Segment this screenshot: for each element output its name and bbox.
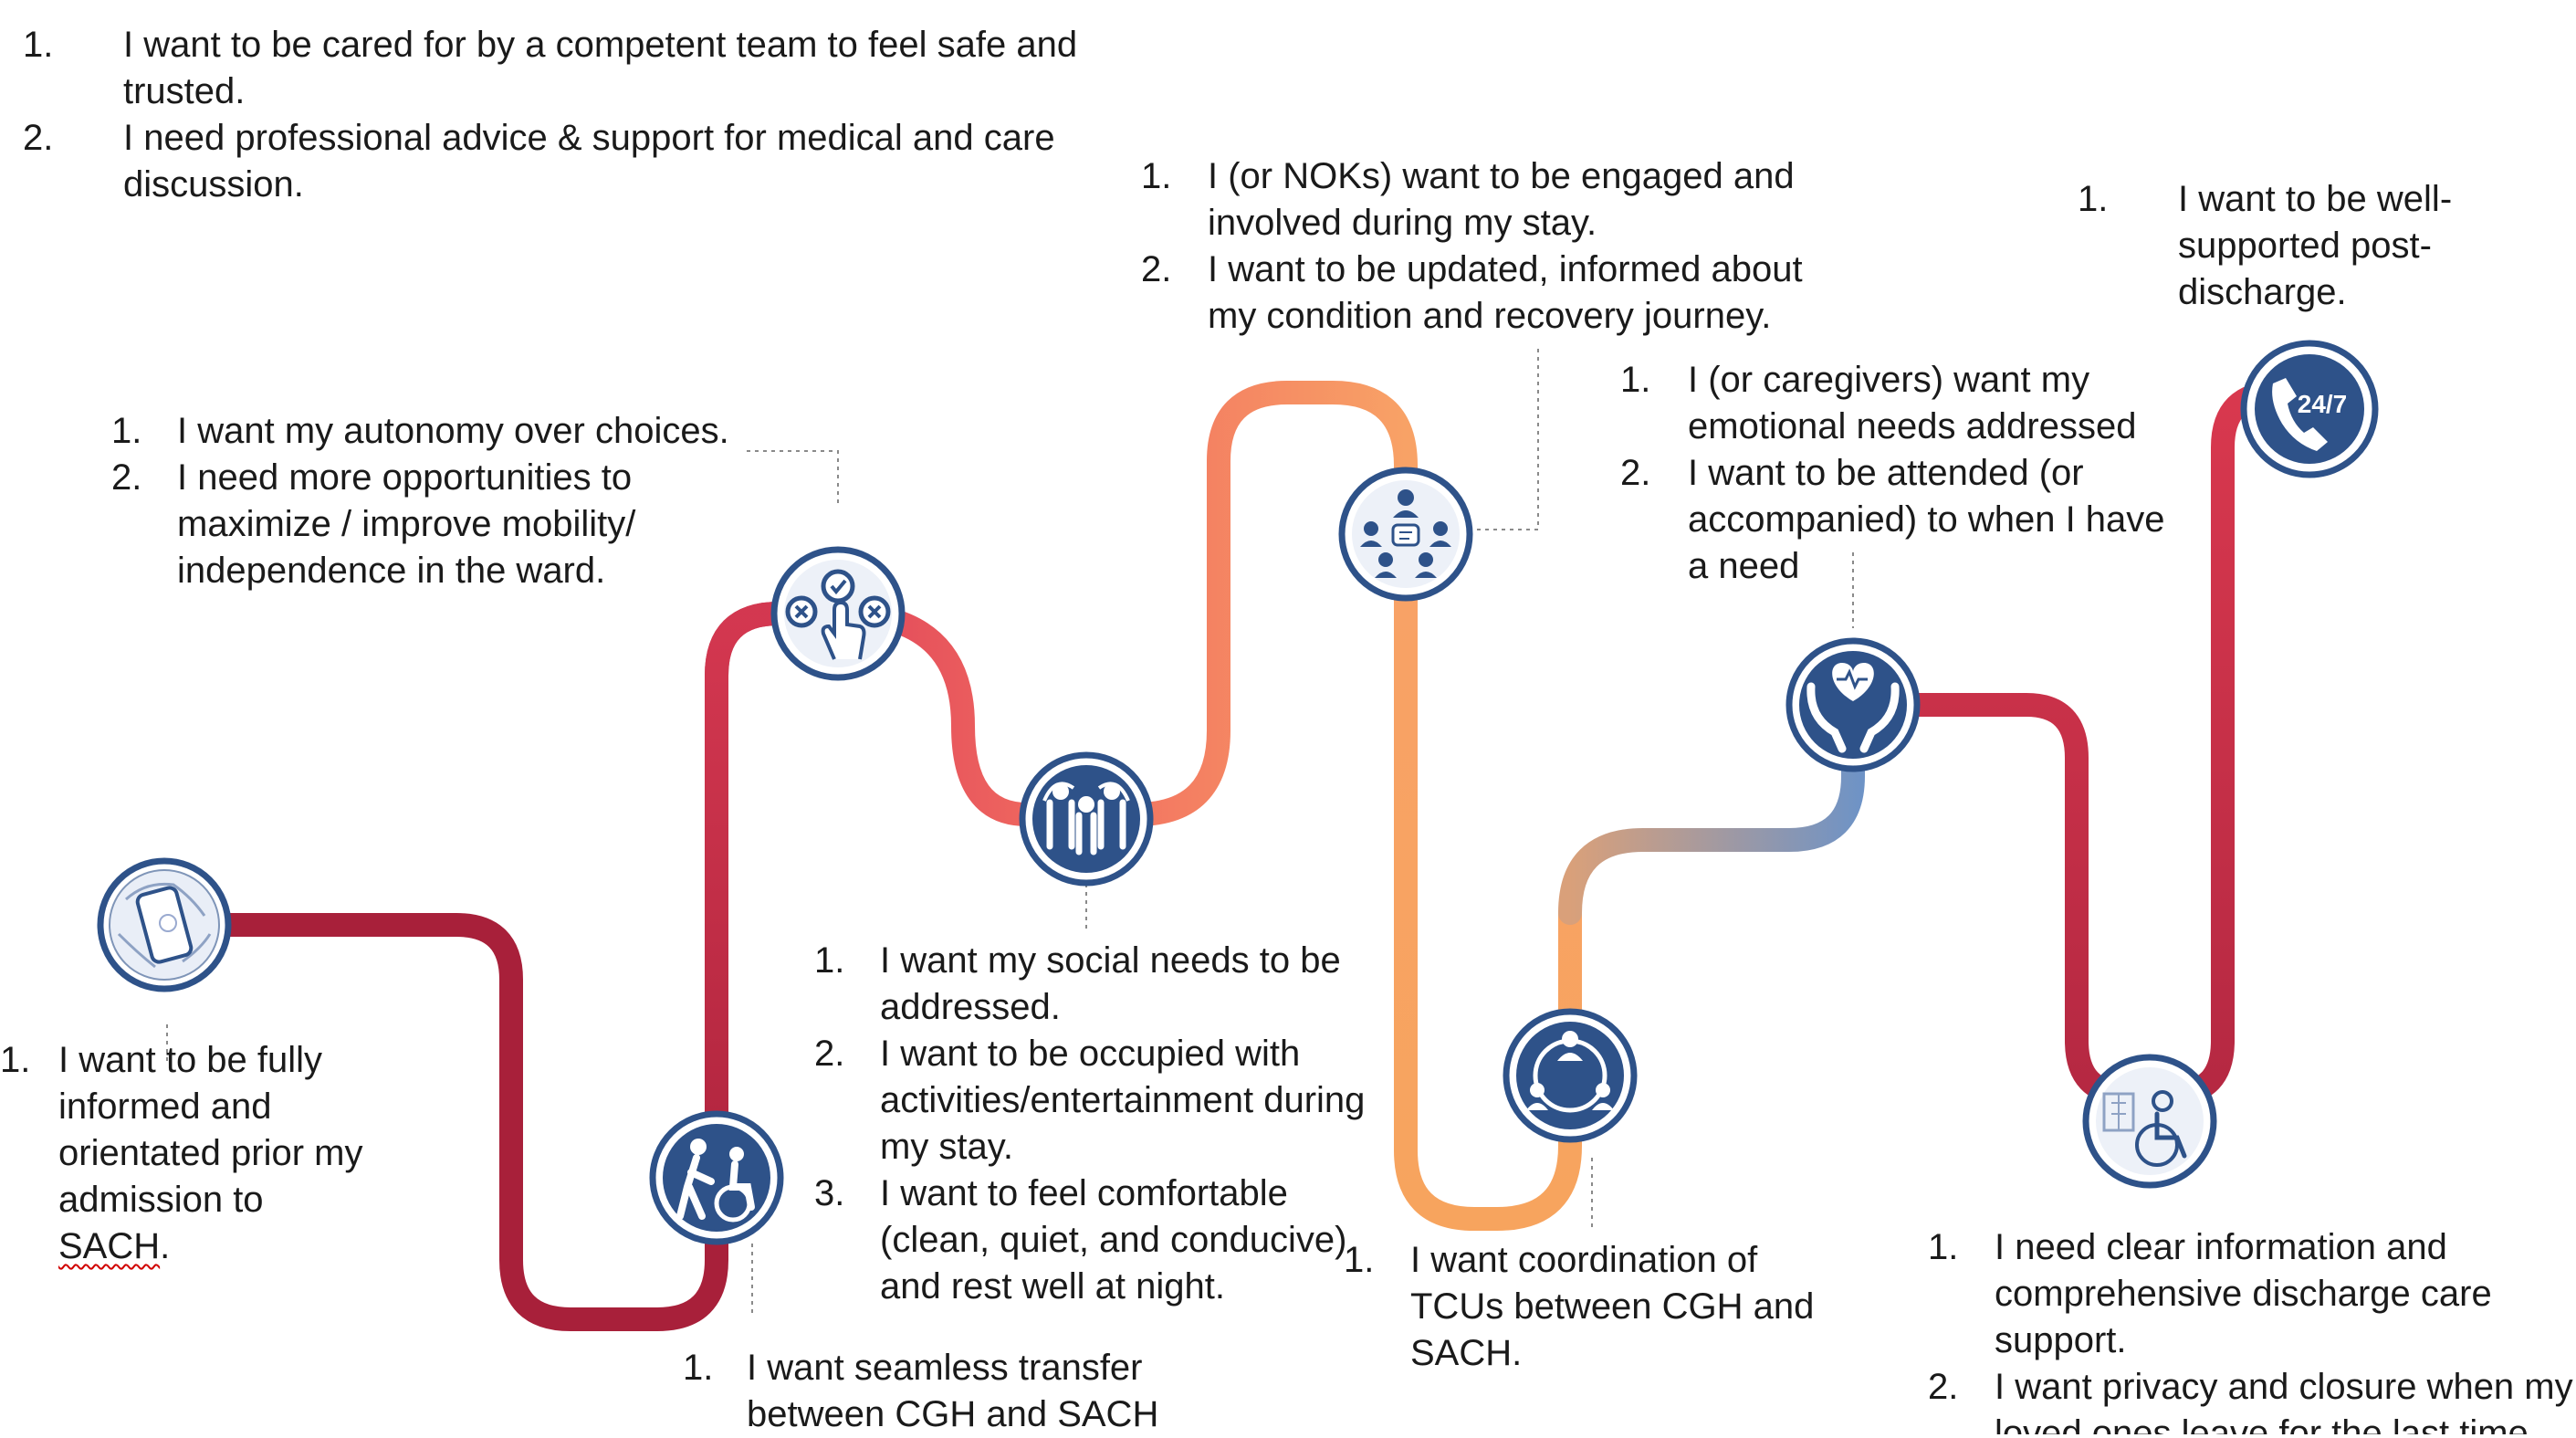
stage-6-need-1: 1. I want coordination of TCUs between CG…	[1344, 1237, 1855, 1377]
item-number: 1.	[1141, 156, 1172, 196]
item-number: 2.	[1141, 249, 1172, 289]
stage-8-needs: 1. I need clear information and comprehen…	[1928, 1224, 2576, 1434]
phone-24-7-icon: 24/7	[2240, 340, 2379, 478]
need-text: I want to be well-supported post-dischar…	[2178, 179, 2453, 312]
need-text: I want seamless transfer between CGH and…	[747, 1348, 1159, 1434]
item-number: 2.	[814, 1034, 845, 1074]
stage-4-need-2: 2. I want to be occupied with activities/…	[814, 1031, 1380, 1170]
need-text: I want to be updated, informed about my …	[1208, 249, 1803, 336]
stage-7-need-2: 2. I want to be attended (or accompanied)…	[1620, 450, 2186, 590]
need-text: I want to be attended (or accompanied) t…	[1688, 453, 2165, 586]
stage-4-needs: 1. I want my social needs to be addressed…	[814, 938, 1380, 1310]
path-segment-5	[1558, 682, 1865, 925]
stage-3-need-2: 2. I need more opportunities to maximize …	[111, 455, 716, 594]
connector-line	[1477, 345, 1539, 530]
item-number: 2.	[1620, 453, 1651, 493]
phone-24-7-label: 24/7	[2298, 390, 2348, 418]
need-text: I want coordination of TCUs between CGH …	[1410, 1240, 1815, 1373]
stage-3-needs: 1. I want my autonomy over choices. 2. I n…	[111, 408, 759, 594]
need-text: I (or NOKs) want to be engaged and invol…	[1208, 156, 1795, 243]
item-number: 2.	[1928, 1367, 1959, 1407]
stage-7-need-1: 1. I (or caregivers) want my emotional ne…	[1620, 357, 2186, 450]
general-need-2: 2. I need professional advice & support f…	[23, 115, 1118, 208]
choice-hand-icon	[770, 546, 906, 681]
caregiver-wheelchair-icon	[649, 1110, 784, 1245]
hospital-discharge-icon	[2082, 1054, 2217, 1189]
item-number: 1.	[683, 1348, 714, 1388]
stage-2-need-1: 1. I want seamless transfer between CGH a…	[683, 1345, 1194, 1438]
item-number: 1.	[0, 1040, 31, 1080]
spellcheck-underline: SACH	[58, 1226, 161, 1266]
stage-4-need-1: 1. I want my social needs to be addressed…	[814, 938, 1380, 1031]
item-number: 1.	[1928, 1227, 1959, 1267]
coordination-team-icon	[1503, 1008, 1638, 1143]
stage-8-need-2: 2. I want privacy and closure when my lov…	[1928, 1364, 2576, 1434]
path-segment-3	[828, 381, 1418, 826]
stage-9-needs: 1. I want to be well-supported post-disch…	[2078, 176, 2479, 316]
need-text: I need more opportunities to maximize / …	[177, 457, 636, 591]
item-number: 1.	[111, 411, 142, 451]
stage-4-need-3: 3. I want to feel comfortable (clean, qui…	[814, 1170, 1380, 1310]
item-number: 1.	[1344, 1240, 1375, 1280]
stage-9-need-1: 1. I want to be well-supported post-disch…	[2078, 176, 2479, 316]
connector-line	[747, 450, 839, 504]
general-need-1: 1. I want to be cared for by a competent …	[23, 22, 1118, 115]
path-segment-4	[1394, 572, 1582, 1231]
globe-phone-icon	[97, 857, 232, 992]
need-text: I want my social needs to be addressed.	[880, 940, 1341, 1027]
need-text: I need clear information and comprehensi…	[1995, 1227, 2492, 1360]
stage-6-needs: 1. I want coordination of TCUs between CG…	[1344, 1237, 1855, 1377]
need-text: I want to feel comfortable (clean, quiet…	[880, 1173, 1347, 1307]
stage-3-need-1: 1. I want my autonomy over choices.	[111, 408, 759, 455]
stage-5-need-1: 1. I (or NOKs) want to be engaged and inv…	[1141, 153, 1835, 247]
item-number: 1.	[23, 25, 54, 65]
item-number: 1.	[2078, 179, 2109, 219]
social-group-icon	[1019, 751, 1154, 887]
need-text: I want privacy and closure when my loved…	[1995, 1367, 2573, 1434]
item-number: 2.	[23, 118, 54, 158]
need-text: I want to be fully informed and orientat…	[58, 1040, 363, 1266]
connector-lines	[166, 345, 1854, 1315]
item-number: 2.	[111, 457, 142, 498]
need-text: I want my autonomy over choices.	[177, 411, 729, 451]
stage-5-needs: 1. I (or NOKs) want to be engaged and inv…	[1141, 153, 1835, 340]
stage-2-needs: 1. I want seamless transfer between CGH a…	[683, 1345, 1194, 1438]
item-number: 1.	[814, 940, 845, 981]
need-text: I (or caregivers) want my emotional need…	[1688, 360, 2137, 446]
general-needs: 1. I want to be cared for by a competent …	[23, 22, 1118, 208]
stage-1-needs: 1. I want to be fully informed and orient…	[0, 1037, 383, 1270]
stage-8-need-1: 1. I need clear information and comprehen…	[1928, 1224, 2560, 1364]
stage-5-need-2: 2. I want to be updated, informed about m…	[1141, 247, 1835, 340]
item-number: 3.	[814, 1173, 845, 1213]
caring-hands-heart-icon	[1785, 637, 1921, 772]
item-number: 1.	[1620, 360, 1651, 400]
stage-7-needs: 1. I (or caregivers) want my emotional ne…	[1620, 357, 2186, 590]
need-text: I want to be cared for by a competent te…	[123, 25, 1078, 111]
path-segment-2	[705, 602, 833, 1199]
stage-1-need-1: 1. I want to be fully informed and orient…	[0, 1037, 383, 1270]
engagement-people-icon	[1338, 467, 1473, 602]
need-text: I want to be occupied with activities/en…	[880, 1034, 1366, 1167]
need-text: I need professional advice & support for…	[123, 118, 1055, 205]
